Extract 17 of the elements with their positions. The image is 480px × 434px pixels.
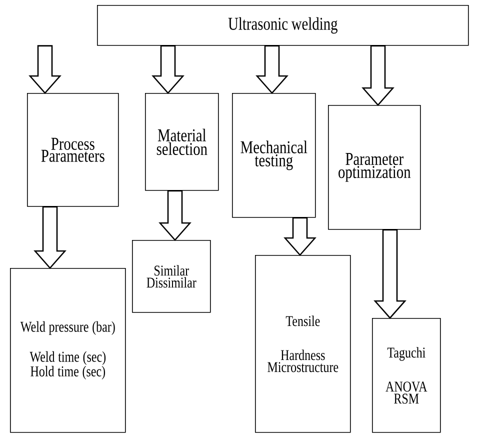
text-box: Parameter optimization [328,105,421,230]
block-arrow [362,45,394,106]
block-arrow [256,45,288,94]
block-arrow [28,45,62,94]
text-box: Similar Dissimilar [132,240,211,313]
block-arrow [34,206,66,269]
text-box: Process Parameters [27,93,119,207]
text-box: Ultrasonic welding [97,5,469,46]
block-arrow [284,217,316,256]
text-box: Taguchi ANOVA RSM [372,318,441,433]
block-arrow [158,190,192,241]
block-arrow [374,229,406,319]
text-box: Material selection [145,93,219,191]
text-box: Mechanical testing [232,93,316,218]
text-box: Weld pressure (bar) Weld time (sec) Hold time (sec) [10,268,126,433]
text-box: Tensile Hardness Microstructure [255,255,351,433]
block-arrow [152,45,184,94]
